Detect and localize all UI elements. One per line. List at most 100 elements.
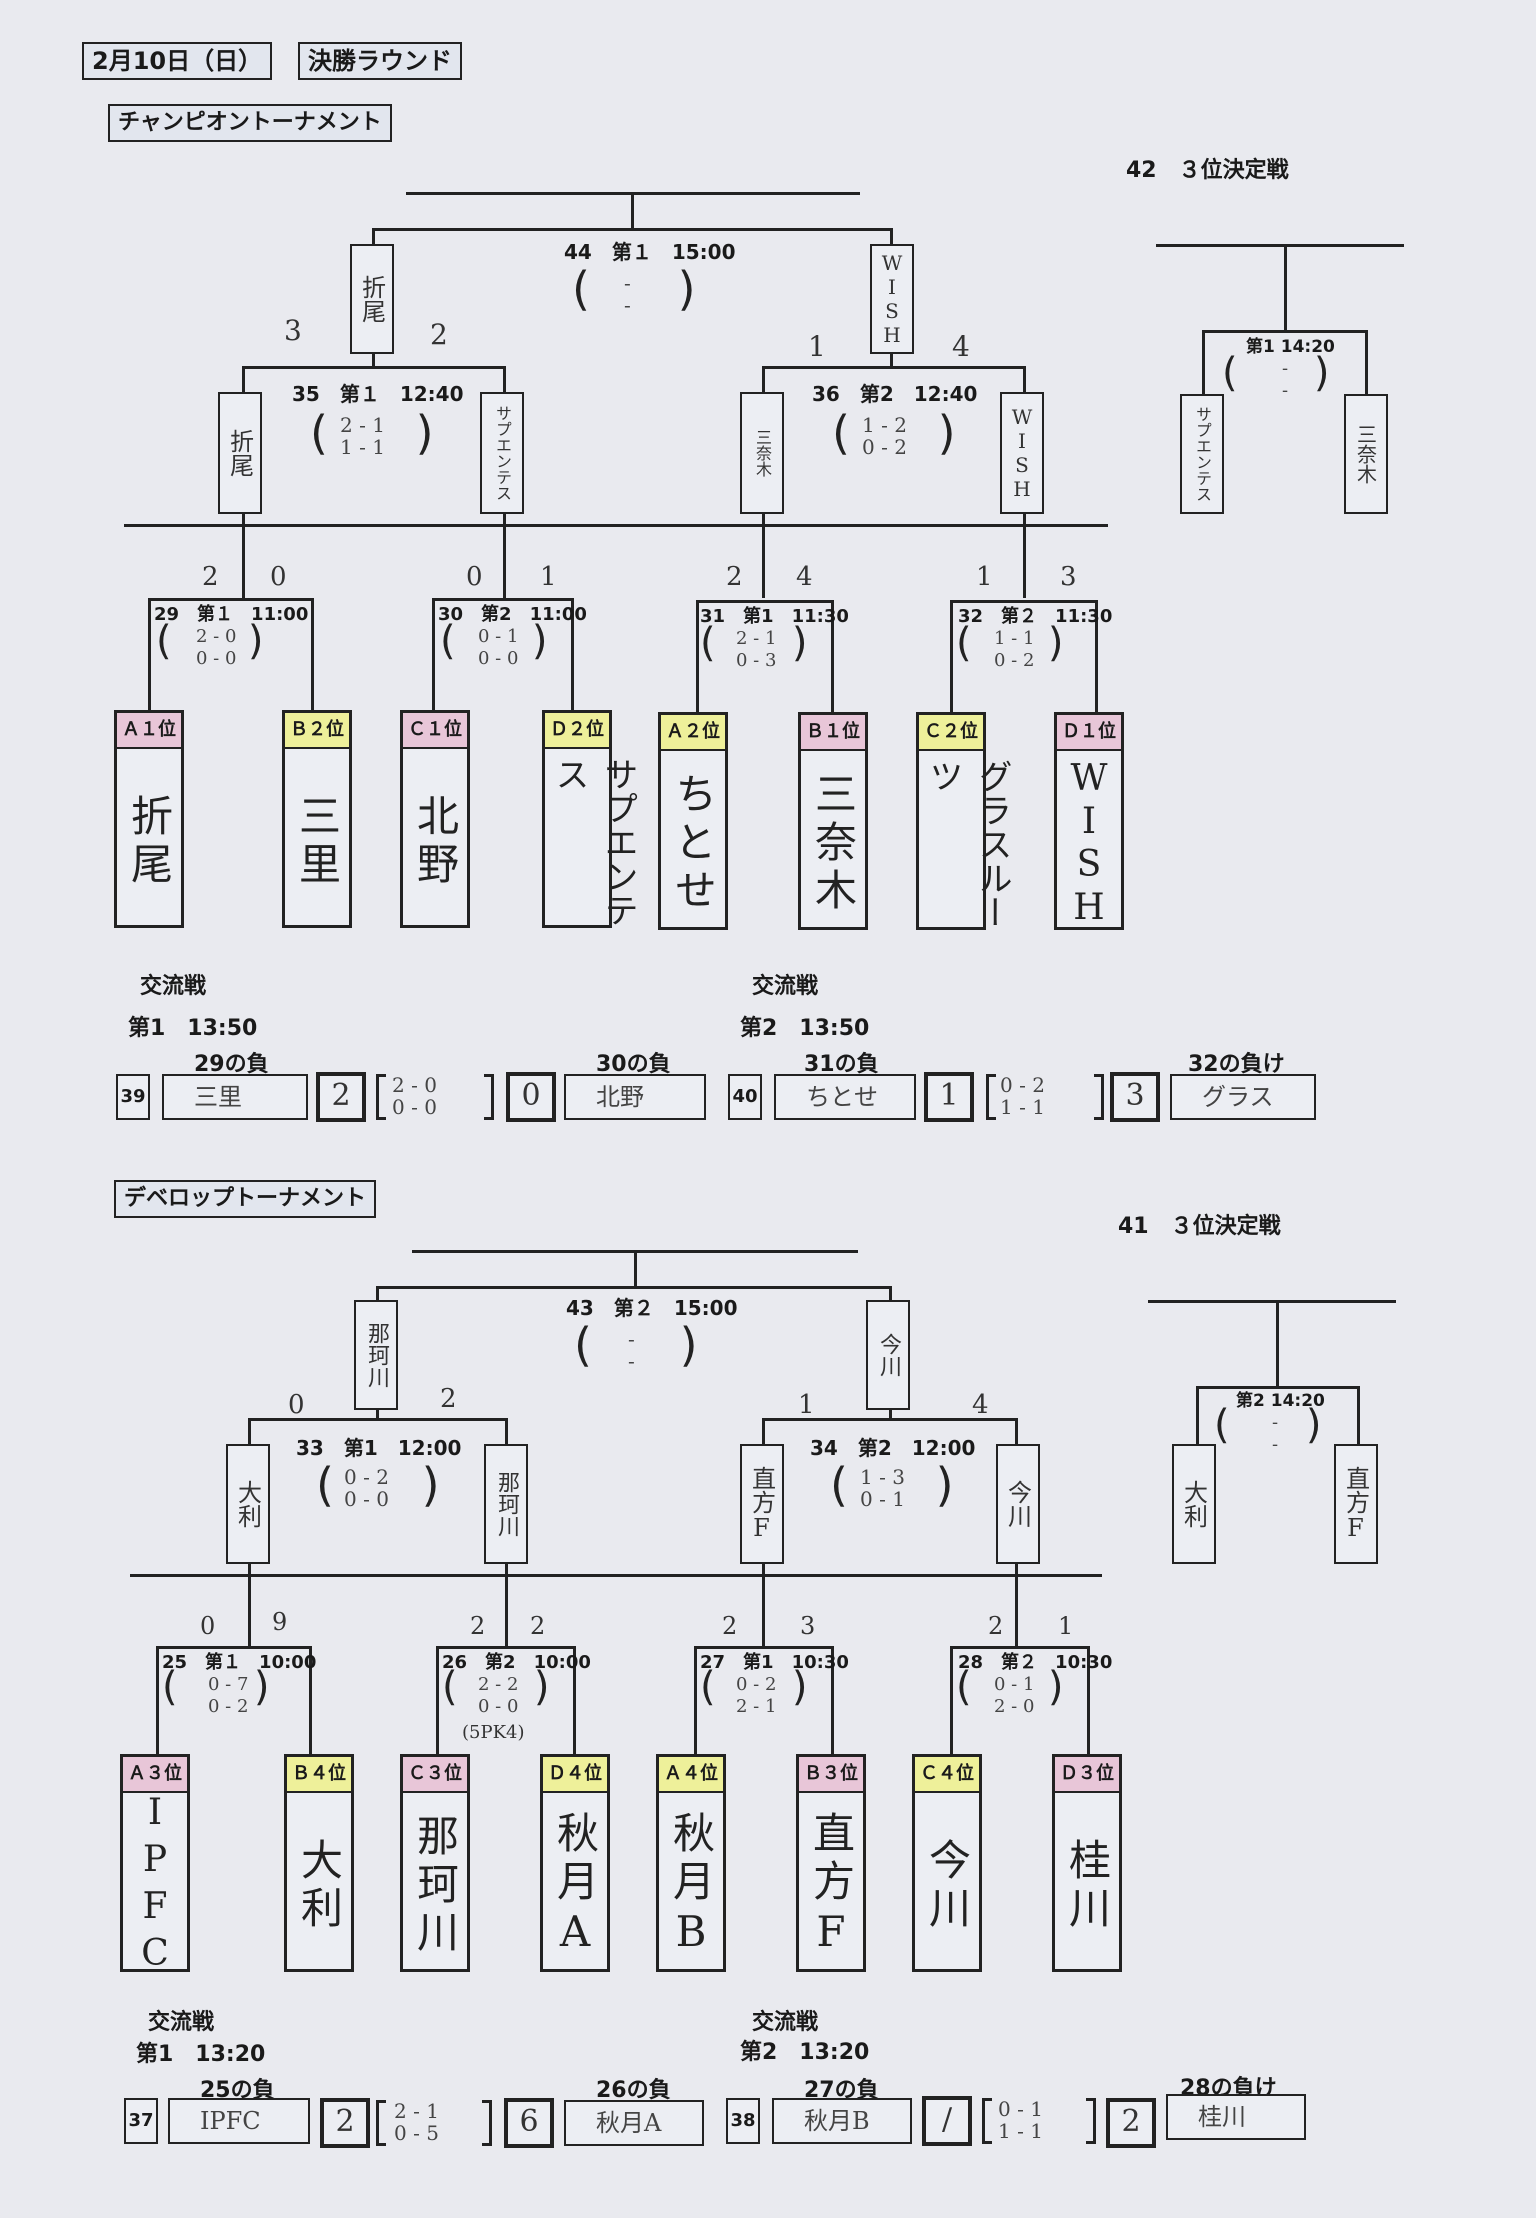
rank-badge: Ｂ２位 <box>285 713 349 749</box>
ex-right-r-score: 2 <box>1106 2098 1156 2148</box>
final-paren: ( ) <box>572 262 696 316</box>
rank-badge: Ｄ２位 <box>545 713 609 749</box>
ex-right-scores: 0 - 1 1 - 1 <box>998 2097 1043 2143</box>
qf3-scores: 0 - 2 2 - 1 <box>736 1674 777 1717</box>
exchange-time-left: 第1 13:50 <box>128 1016 258 1041</box>
qf1-label: 25 第１ 10:00 <box>162 1652 317 1673</box>
rank-badge: Ａ４位 <box>659 1757 723 1793</box>
ex-left-r-team: 秋月A <box>564 2100 704 2146</box>
qf3-agg-left: 2 <box>722 1612 738 1640</box>
semi2-agg-left: 1 <box>798 1390 815 1420</box>
semi1-paren: ( ) <box>310 406 434 460</box>
ex-left-r-label: 26の負 <box>596 2078 671 2103</box>
third-place-label: 42 ３位決定戦 <box>1126 158 1289 183</box>
qf2-scores: 2 - 2 0 - 0 <box>478 1674 519 1717</box>
semi1-team-right: サプエンテス <box>480 392 524 514</box>
third-place-score: -- <box>1282 358 1289 401</box>
ex-left-r-score: 0 <box>506 1072 556 1122</box>
team-card: Ａ１位 折尾 <box>114 710 184 928</box>
semi2-scores: 1 - 3 0 - 1 <box>860 1465 905 1511</box>
qf2-scores: 0 - 1 0 - 0 <box>478 626 519 669</box>
ex-right-num: 40 <box>728 1074 762 1120</box>
semi1-team-right: 那珂川 <box>484 1444 528 1564</box>
qf4-label: 32 第２ 11:30 <box>958 606 1113 627</box>
team-card: Ｂ３位 直方F <box>796 1754 866 1972</box>
semi2-team-right: WISH <box>1000 392 1044 514</box>
team-card: Ｂ４位 大利 <box>284 1754 354 1972</box>
semi1-team-left: 折尾 <box>218 392 262 514</box>
ex-right-r-team: グラス <box>1170 1074 1316 1120</box>
ex-left-l-score: 2 <box>316 1072 366 1122</box>
qf4-agg-left: 2 <box>988 1612 1004 1640</box>
final-label: 43 第２ 15:00 <box>566 1296 738 1320</box>
ex-right-r-score: 3 <box>1110 1072 1160 1122</box>
third-team-right: 三奈木 <box>1344 394 1388 514</box>
ex-left-num: 39 <box>116 1074 150 1120</box>
qf3-scores: 2 - 1 0 - 3 <box>736 628 777 671</box>
date-label: 2月10日（日） <box>82 42 273 80</box>
section-title: デベロップトーナメント <box>114 1180 377 1218</box>
semi1-scores: 0 - 2 0 - 0 <box>344 1465 389 1511</box>
ex-left-scores: 2 - 0 0 - 0 <box>392 1073 437 1119</box>
exchange-title-right: 交流戦 <box>752 974 819 999</box>
qf2-paren: ( ) <box>440 618 548 664</box>
qf1-agg-left: 0 <box>200 1612 216 1640</box>
third-team-left: 大利 <box>1172 1444 1216 1564</box>
rank-badge: Ｃ１位 <box>403 713 467 749</box>
rank-badge: Ｄ１位 <box>1057 715 1121 751</box>
rank-badge: Ｄ４位 <box>543 1757 607 1793</box>
qf4-paren: ( ) <box>956 620 1064 666</box>
rank-badge: Ｄ３位 <box>1055 1757 1119 1793</box>
rank-badge: Ｃ３位 <box>403 1757 467 1793</box>
team-name: グラスルーツ <box>923 759 1012 929</box>
semi1-label: 35 第１ 12:40 <box>292 382 464 406</box>
team-name: 大利 <box>294 1838 344 1934</box>
final-team-left: 那珂川 <box>354 1300 398 1410</box>
final-score: -- <box>624 271 631 317</box>
ex-left-r-label: 30の負 <box>596 1052 671 1077</box>
semi1-team-left: 大利 <box>226 1444 270 1564</box>
semi2-agg-right: 4 <box>972 1390 989 1420</box>
rank-badge: Ｃ４位 <box>915 1757 979 1793</box>
team-card: Ａ２位 ちとせ <box>658 712 728 930</box>
rank-badge: Ａ１位 <box>117 713 181 749</box>
exchange-time-right: 第2 13:50 <box>740 1016 870 1041</box>
team-name: 秋月A <box>550 1810 600 1962</box>
ex-left-scores: 2 - 1 0 - 5 <box>394 2099 439 2145</box>
round-label: 決勝ラウンド <box>298 42 462 80</box>
team-card: Ｂ１位 三奈木 <box>798 712 868 930</box>
rank-badge: Ｂ１位 <box>801 715 865 751</box>
team-name: WISH <box>1068 758 1110 930</box>
exchange-title-right: 交流戦 <box>752 2010 819 2035</box>
final-team-left: 折尾 <box>350 244 394 354</box>
team-name: IPFC <box>134 1792 176 1980</box>
qf4-paren: ( ) <box>956 1664 1064 1710</box>
qf4-agg-left: 1 <box>976 562 993 592</box>
semi2-scores: 1 - 2 0 - 2 <box>862 413 907 459</box>
qf3-agg-right: 4 <box>796 562 813 592</box>
semi1-agg-right: 2 <box>440 1384 457 1414</box>
team-card: Ｄ４位 秋月A <box>540 1754 610 1972</box>
team-card: Ｃ１位 北野 <box>400 710 470 928</box>
third-place-label: 41 ３位決定戦 <box>1118 1214 1281 1239</box>
ex-left-l-label: 29の負 <box>194 1052 269 1077</box>
third-team-left: サプエンテス <box>1180 394 1224 514</box>
ex-right-l-label: 31の負 <box>804 1052 879 1077</box>
ex-right-r-label: 32の負け <box>1188 1052 1285 1077</box>
team-name: 折尾 <box>124 794 174 890</box>
qf1-scores: 2 - 0 0 - 0 <box>196 626 237 669</box>
team-card: Ｄ１位 WISH <box>1054 712 1124 930</box>
team-name: 那珂川 <box>410 1814 460 1958</box>
ex-right-r-team: 桂川 <box>1166 2094 1306 2140</box>
team-name: 桂川 <box>1062 1838 1112 1934</box>
qf4-scores: 0 - 1 2 - 0 <box>994 1674 1035 1717</box>
team-name: 秋月B <box>666 1810 716 1962</box>
ex-right-num: 38 <box>726 2098 760 2144</box>
ex-left-l-score: 2 <box>320 2098 370 2148</box>
final-team-right: 今川 <box>866 1300 910 1410</box>
qf4-label: 28 第２ 10:30 <box>958 1652 1113 1673</box>
ex-left-l-team: 三里 <box>162 1074 308 1120</box>
third-place-match: 第2 14:20 <box>1236 1391 1325 1411</box>
qf3-label: 27 第1 10:30 <box>700 1652 849 1673</box>
team-name: 今川 <box>922 1838 972 1934</box>
